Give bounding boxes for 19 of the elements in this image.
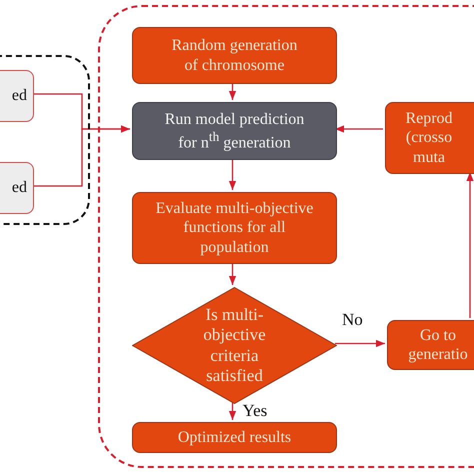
process-box: ed — [0, 70, 34, 122]
process-box: Run model prediction for n$^{th}$ generation — [132, 102, 337, 160]
process-box: Evaluate multi-objective functions for all population — [132, 192, 337, 264]
process-box: ed — [0, 162, 34, 214]
arrow — [466, 172, 474, 318]
arrow — [335, 340, 385, 348]
arrow — [335, 125, 383, 133]
decision-text: Is multi-objective criteria satisfied — [202, 305, 267, 386]
process-box: Go to generatio — [387, 320, 474, 370]
process-box: Reprod (crosso muta — [385, 102, 474, 174]
arrow — [228, 402, 236, 420]
process-box: Optimized results — [132, 422, 337, 453]
decision-diamond — [132, 287, 337, 404]
arrow — [228, 262, 236, 285]
group-frame — [98, 5, 474, 468]
process-box: Random generation of chromosome — [132, 27, 337, 84]
arrow — [32, 125, 130, 187]
arrow — [228, 158, 236, 190]
arrow — [228, 82, 236, 100]
